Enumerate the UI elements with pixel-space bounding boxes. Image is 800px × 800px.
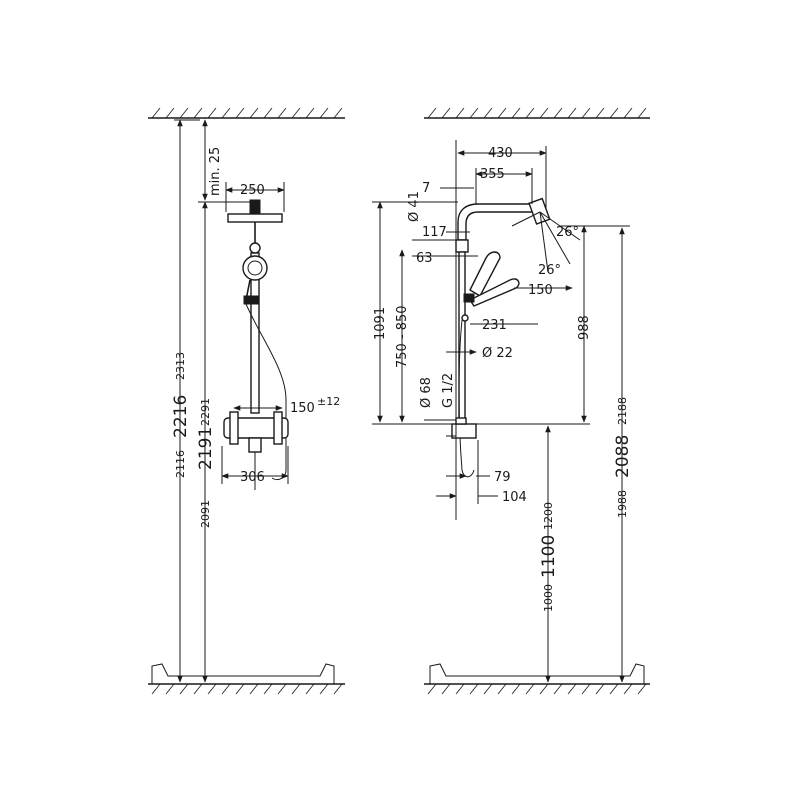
mixer-height-max: 2291 — [199, 398, 212, 426]
head-height-max: 2188 — [616, 397, 629, 425]
thread-label: G 1/2 — [441, 373, 456, 408]
left-floor — [148, 663, 345, 695]
left-ceiling — [148, 107, 345, 119]
shower-side — [451, 197, 551, 478]
mixer-depth-2-label: 104 — [502, 490, 527, 505]
arm-connector — [455, 239, 469, 253]
hand-shower-head — [242, 255, 268, 281]
rail-diameter-label: Ø 22 — [482, 346, 513, 361]
shower-rail — [250, 252, 260, 414]
shower-front — [223, 199, 289, 490]
spray-angle-1-label: 26° — [556, 225, 579, 240]
left-view: 2313 2216 2116 2291 2191 2091 min. 25 25… — [148, 107, 345, 695]
total-height-min: 2116 — [174, 450, 187, 478]
arm-projection-inner-label: 355 — [480, 167, 505, 182]
shower-arm — [457, 203, 535, 241]
arm-height-offset-label: 117 — [422, 225, 447, 240]
right-ceiling — [424, 107, 650, 119]
head-height-nominal: 2088 — [613, 435, 633, 478]
total-height-nominal: 2216 — [171, 395, 191, 438]
connector-diameter-label: Ø 68 — [419, 377, 434, 408]
outlet-height-max: 1200 — [542, 502, 555, 530]
mixer-height-min: 2091 — [199, 500, 212, 528]
overhead-shower-head — [227, 213, 283, 223]
rail-side — [458, 251, 466, 423]
mixer-height-nominal: 2191 — [196, 427, 216, 470]
mixer-width-label: 306 — [240, 470, 265, 485]
connection-tolerance-label: ±12 — [317, 395, 340, 408]
min-ceiling-gap: min. 25 — [208, 147, 223, 196]
outlet-height-min: 1000 — [542, 584, 555, 612]
arm-projection-label: 430 — [488, 146, 513, 161]
wall-offset-label: 7 — [422, 181, 430, 196]
rail-height-label: 1091 — [373, 307, 388, 340]
adjustable-range-label: 750 - 850 — [395, 305, 410, 368]
hand-shower-side — [469, 251, 501, 297]
head-height-min: 1988 — [616, 490, 629, 518]
total-height-max: 2313 — [174, 352, 187, 380]
spray-angle-2-label: 26° — [538, 263, 561, 278]
handshower-offset-label: 231 — [482, 318, 507, 333]
right-view: 430 355 7 Ø 41 117 63 26° 26° 150 231 Ø … — [372, 107, 650, 695]
head-width-label: 250 — [240, 183, 265, 198]
right-floor — [424, 663, 650, 695]
mixer-depth-1-label: 79 — [494, 470, 511, 485]
holder-offset-label: 63 — [416, 251, 433, 266]
head-vertical-label: 988 — [577, 315, 592, 340]
rail-diameter-top-label: Ø 41 — [407, 191, 422, 222]
handshower-reach-label: 150 — [528, 283, 553, 298]
connection-spacing-label: 150 — [290, 401, 315, 416]
outlet-height-nominal: 1100 — [539, 535, 559, 578]
